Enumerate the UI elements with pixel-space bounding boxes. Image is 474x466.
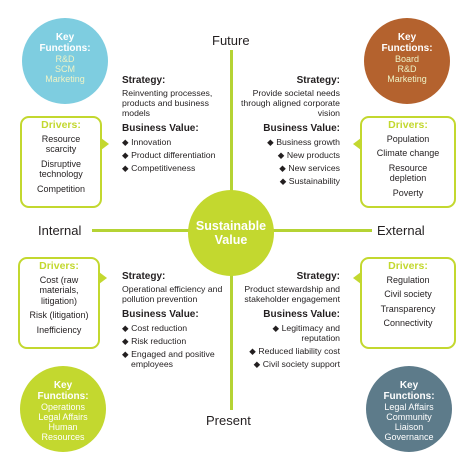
key-function-item: Legal Affairs (38, 412, 88, 422)
key-functions-title: Functions: (39, 43, 91, 54)
key-function-item: SCM (55, 64, 75, 74)
strategy-label: Strategy: (296, 271, 340, 282)
axis-label-present: Present (206, 413, 251, 428)
key-function-item: Marketing (387, 74, 427, 84)
strategy-label: Strategy: (296, 75, 340, 86)
business-value-item: ◆ New services (279, 163, 340, 173)
drivers-pointer (101, 138, 109, 150)
key-functions-title: Key (397, 32, 417, 43)
business-value-label: Business Value: (263, 123, 340, 134)
key-functions-title: Functions: (381, 43, 433, 54)
drivers-title: Drivers: (388, 119, 428, 131)
driver-item: Connectivity (383, 318, 433, 328)
business-value-item: ◆ Business growth (267, 137, 340, 147)
driver-item: Competition (36, 183, 86, 194)
key-function-item: Operations (40, 402, 86, 412)
drivers-box-bottom-right: Drivers: Regulation Civil society Transp… (360, 257, 456, 349)
business-value-item: ◆ Engaged and positive employees (122, 349, 215, 369)
drivers-pointer (353, 272, 361, 284)
key-function-item: R&D (397, 64, 417, 74)
strategy-block-bottom-left: Strategy: Operational efficiency and pol… (122, 272, 232, 372)
driver-item: Inefficiency (36, 324, 82, 335)
driver-item: Disruptive technology (39, 158, 83, 180)
driver-item: Climate change (376, 148, 440, 158)
strategy-text: Operational efficiency and pollution pre… (122, 284, 223, 304)
center-line-2: Value (214, 233, 248, 247)
strategy-text: Product stewardship and stakeholder enga… (244, 284, 340, 304)
business-value-item: ◆ Cost reduction (122, 323, 188, 333)
key-functions-circle-bottom-left: Key Functions: Operations Legal Affairs … (20, 366, 106, 452)
driver-item: Civil society (384, 289, 432, 299)
driver-item: Transparency (380, 303, 436, 314)
business-value-item: ◆ Civil society support (253, 359, 340, 369)
business-value-item: ◆ Product differentiation (122, 150, 216, 160)
strategy-block-top-right: Strategy: Provide societal needs through… (238, 76, 340, 189)
driver-item: Cost (raw materials, litigation) (39, 274, 79, 306)
business-value-item: ◆ Competitiveness (122, 163, 196, 173)
axis-label-internal: Internal (38, 223, 82, 238)
key-functions-circle-bottom-right: Key Functions: Legal Affairs Community L… (366, 366, 452, 452)
driver-item: Resource scarcity (41, 133, 81, 155)
key-functions-circle-top-right: Key Functions: Board R&D Marketing (364, 18, 450, 104)
drivers-title: Drivers: (388, 260, 428, 272)
business-value-item: ◆ New products (277, 150, 340, 160)
business-value-label: Business Value: (122, 309, 199, 320)
key-functions-circle-top-left: Key Functions: R&D SCM Marketing (22, 18, 108, 104)
key-function-item: Human Resources (41, 422, 85, 442)
key-function-item: Governance (384, 432, 434, 442)
business-value-item: ◆ Innovation (122, 137, 172, 147)
drivers-pointer (353, 138, 361, 150)
strategy-block-bottom-right: Strategy: Product stewardship and stakeh… (236, 272, 340, 372)
business-value-item: ◆ Reduced liability cost (249, 346, 340, 356)
strategy-text: Provide societal needs through aligned c… (240, 88, 340, 118)
strategy-text: Reinventing processes, products and busi… (122, 88, 213, 118)
strategy-block-top-left: Strategy: Reinventing processes, product… (122, 76, 232, 176)
key-functions-title: Key (55, 32, 75, 43)
strategy-label: Strategy: (122, 271, 166, 282)
business-value-item: ◆ Sustainability (279, 176, 340, 186)
key-functions-title: Functions: (37, 391, 89, 402)
business-value-item: ◆ Risk reduction (122, 336, 187, 346)
key-function-item: Legal Affairs (384, 402, 434, 412)
driver-item: Poverty (392, 187, 424, 198)
sustainable-value-circle: Sustainable Value (188, 190, 274, 276)
key-functions-title: Key (399, 380, 419, 391)
center-line-1: Sustainable (195, 219, 267, 233)
key-functions-title: Key (53, 380, 73, 391)
key-functions-title: Functions: (383, 391, 435, 402)
driver-item: Regulation (386, 274, 430, 285)
drivers-title: Drivers: (39, 260, 79, 272)
business-value-item: ◆ Legitimacy and reputation (272, 323, 340, 343)
drivers-box-top-left: Drivers: Resource scarcity Disruptive te… (20, 116, 102, 208)
axis-label-future: Future (212, 33, 250, 48)
business-value-label: Business Value: (122, 123, 199, 134)
strategy-label: Strategy: (122, 75, 166, 86)
drivers-box-bottom-left: Drivers: Cost (raw materials, litigation… (18, 257, 100, 349)
driver-item: Risk (litigation) (29, 310, 89, 320)
drivers-pointer (99, 272, 107, 284)
key-function-item: Community Liaison (386, 412, 432, 432)
driver-item: Population (386, 133, 430, 144)
business-value-label: Business Value: (263, 309, 340, 320)
driver-item: Resource depletion (388, 162, 428, 184)
key-function-item: Marketing (45, 74, 85, 84)
axis-label-external: External (377, 223, 425, 238)
key-function-item: R&D (55, 54, 75, 64)
drivers-box-top-right: Drivers: Population Climate change Resou… (360, 116, 456, 208)
drivers-title: Drivers: (41, 119, 81, 131)
key-function-item: Board (394, 54, 420, 64)
